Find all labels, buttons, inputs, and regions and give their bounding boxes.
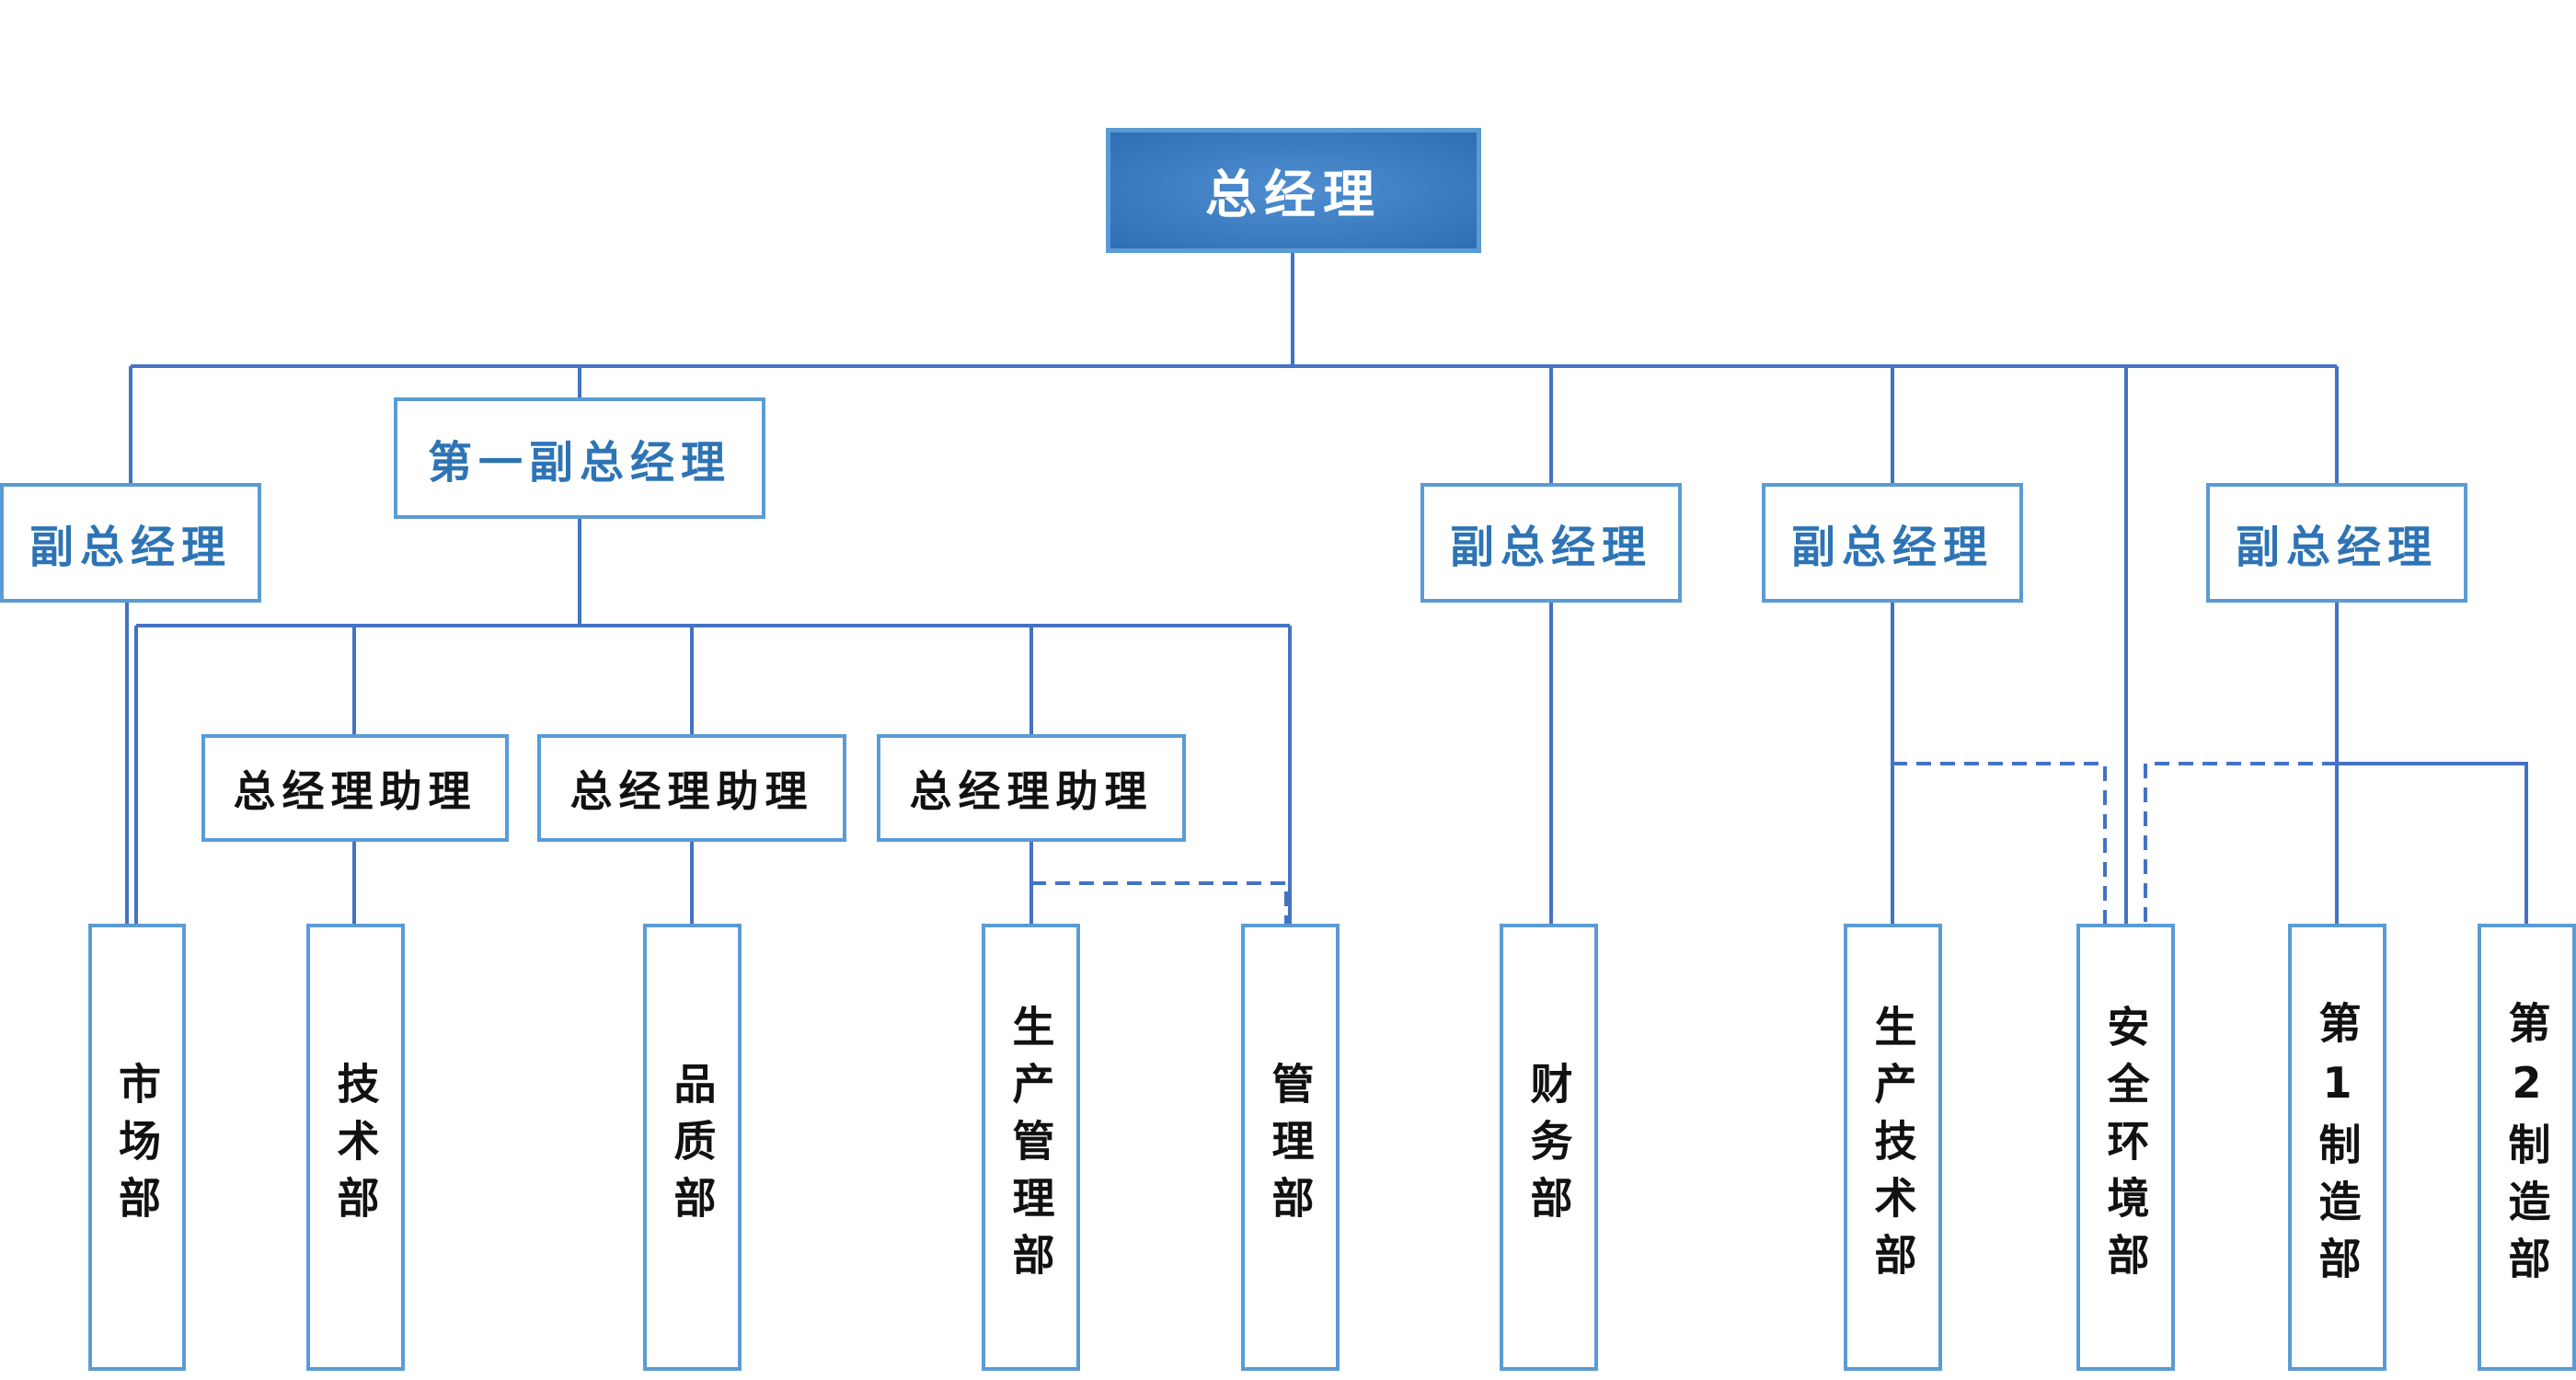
dept-admin[interactable]: 管理部: [1241, 924, 1340, 1371]
vp-box-finance[interactable]: 副总经理: [1420, 483, 1682, 603]
dept-production-tech[interactable]: 生产技术部: [1844, 924, 1942, 1371]
dept-tech[interactable]: 技术部: [306, 924, 405, 1371]
dashed-plants-safety: [2144, 762, 2337, 925]
dashed-connectors: [1031, 762, 2337, 925]
ceo-box[interactable]: 总经理: [1106, 128, 1481, 253]
vp-box-left[interactable]: 副总经理: [0, 483, 261, 603]
assistant-box-2[interactable]: 总经理助理: [537, 734, 846, 842]
dept-plant-1[interactable]: 第1制造部: [2288, 924, 2386, 1371]
vp-box-production-tech[interactable]: 副总经理: [1762, 483, 2023, 603]
dept-production-management[interactable]: 生产管理部: [982, 924, 1080, 1371]
dept-safety-environment[interactable]: 安全环境部: [2076, 924, 2175, 1371]
dashed-ptech-safety: [1892, 762, 2107, 925]
first-vp-box[interactable]: 第一副总经理: [394, 397, 765, 519]
dept-finance[interactable]: 财务部: [1500, 924, 1598, 1371]
solid-connectors: [125, 250, 2528, 925]
vp-to-plant2: [2337, 762, 2528, 925]
assistant-box-1[interactable]: 总经理助理: [201, 734, 509, 842]
dept-plant-2[interactable]: 第2制造部: [2478, 924, 2576, 1371]
vp-box-plants[interactable]: 副总经理: [2206, 483, 2467, 603]
dept-market[interactable]: 市场部: [88, 924, 186, 1371]
assistant-box-3[interactable]: 总经理助理: [877, 734, 1186, 842]
dashed-prodmgmt-admin: [1031, 881, 1288, 925]
dept-quality[interactable]: 品质部: [643, 924, 742, 1371]
